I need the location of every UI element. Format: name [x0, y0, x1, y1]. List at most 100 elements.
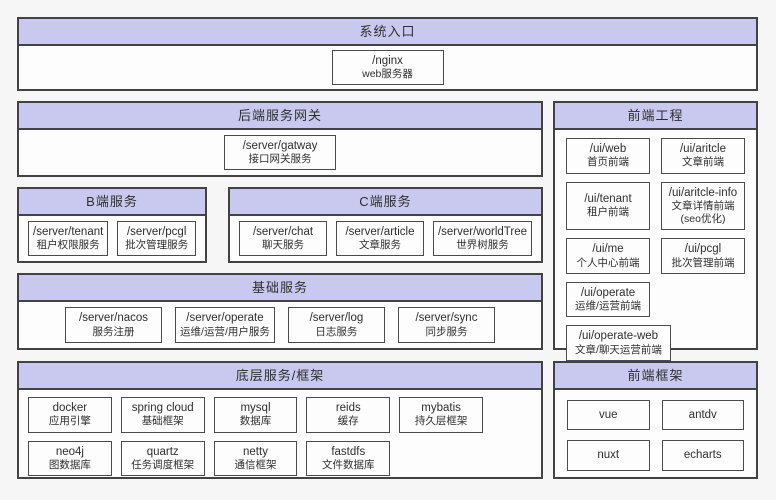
- section-title-c-service: C端服务: [230, 189, 541, 216]
- node-mysql: mysql 数据库: [213, 397, 298, 433]
- node-reids: reids 缓存: [306, 397, 391, 433]
- node-server-tenant: /server/tenant 租户权限服务: [28, 220, 109, 257]
- node-server-sync-desc: 同步服务: [425, 325, 468, 338]
- node-vue-name: vue: [598, 409, 618, 421]
- node-server-chat-desc: 聊天服务: [261, 239, 304, 252]
- section-title-frontend: 前端工程: [555, 103, 756, 130]
- node-ui-aritcle-info-name: /ui/aritcle-info: [668, 186, 738, 199]
- node-netty-desc: 通信框架: [234, 458, 277, 471]
- node-ui-aritcle: /ui/aritcle 文章前端: [661, 138, 745, 174]
- node-spring-cloud-name: spring cloud: [131, 402, 194, 414]
- node-ui-me: /ui/me 个人中心前端: [566, 238, 650, 274]
- node-spring-cloud: spring cloud 基础框架: [120, 397, 205, 433]
- section-body-backend-gateway: /server/gatway 接口网关服务: [19, 130, 541, 175]
- node-ui-pcgl-desc: 批次管理前端: [671, 256, 735, 269]
- node-nginx-name: /nginx: [372, 54, 403, 67]
- node-server-pcgl-name: /server/pcgl: [126, 225, 187, 238]
- node-ui-web: /ui/web 首页前端: [566, 138, 650, 174]
- section-title-system-entry: 系统入口: [19, 19, 756, 46]
- node-ui-me-name: /ui/me: [592, 243, 624, 256]
- node-server-article-name: /server/article: [345, 225, 415, 238]
- node-server-tenant-desc: 租户权限服务: [36, 239, 100, 252]
- node-server-article: /server/article 文章服务: [335, 220, 424, 257]
- section-backend-gateway: 后端服务网关 /server/gatway 接口网关服务: [17, 101, 543, 177]
- node-ui-tenant-name: /ui/tenant: [584, 193, 632, 206]
- node-ui-web-desc: 首页前端: [587, 156, 629, 169]
- node-ui-operate-web-name: /ui/operate-web: [578, 330, 659, 343]
- node-nginx: /nginx web服务器: [331, 49, 444, 86]
- node-server-pcgl-desc: 批次管理服务: [125, 239, 189, 252]
- node-server-operate-name: /server/operate: [186, 312, 264, 325]
- node-server-gatway-desc: 接口网关服务: [248, 153, 312, 166]
- node-server-gatway-name: /server/gatway: [242, 139, 318, 152]
- node-server-worldtree: /server/worldTree 世界树服务: [432, 220, 533, 257]
- node-antdv-name: antdv: [688, 409, 717, 421]
- section-body-infra: docker 应用引擎 spring cloud 基础框架 mysql 数据库 …: [19, 390, 541, 483]
- node-server-article-desc: 文章服务: [358, 239, 401, 252]
- section-b-service: B端服务 /server/tenant 租户权限服务 /server/pcgl …: [17, 187, 207, 263]
- node-nuxt-name: nuxt: [597, 449, 620, 462]
- node-ui-pcgl: /ui/pcgl 批次管理前端: [661, 238, 745, 274]
- node-echarts: echarts: [661, 440, 744, 471]
- node-mysql-name: mysql: [240, 402, 271, 414]
- node-server-nacos: /server/nacos 服务注册: [65, 307, 163, 343]
- node-ui-aritcle-info-desc: 文章详情前端: [671, 199, 735, 212]
- section-title-b-service: B端服务: [19, 189, 205, 216]
- node-quartz: quartz 任务调度框架: [120, 440, 205, 476]
- node-ui-operate-web-desc: 文章/聊天运营前端: [575, 343, 662, 356]
- node-spring-cloud-desc: 基础框架: [141, 415, 184, 428]
- section-system-entry: 系统入口 /nginx web服务器: [17, 17, 758, 91]
- node-vue: vue: [567, 400, 650, 431]
- node-mybatis-name: mybatis: [421, 402, 461, 414]
- node-ui-operate-web: /ui/operate-web 文章/聊天运营前端: [566, 325, 671, 361]
- section-frontend: 前端工程 /ui/web 首页前端 /ui/aritcle 文章前端 /ui/t…: [553, 101, 758, 361]
- node-docker: docker 应用引擎: [28, 397, 112, 433]
- node-server-pcgl: /server/pcgl 批次管理服务: [117, 220, 196, 257]
- node-server-nacos-desc: 服务注册: [92, 325, 135, 338]
- section-title-fe-framework: 前端框架: [555, 363, 756, 390]
- node-echarts-name: echarts: [683, 449, 722, 462]
- node-ui-aritcle-desc: 文章前端: [682, 156, 724, 169]
- node-reids-name: reids: [335, 402, 361, 414]
- node-fastdfs: fastdfs 文件数据库: [306, 440, 391, 476]
- section-body-system-entry: /nginx web服务器: [19, 46, 756, 89]
- node-ui-tenant: /ui/tenant 租户前端: [566, 181, 650, 231]
- node-server-nacos-name: /server/nacos: [79, 312, 149, 325]
- section-body-c-service: /server/chat 聊天服务 /server/article 文章服务 /…: [230, 216, 541, 261]
- node-quartz-desc: 任务调度框架: [131, 458, 195, 471]
- node-server-log-desc: 日志服务: [315, 325, 358, 338]
- node-fastdfs-name: fastdfs: [331, 445, 366, 458]
- node-ui-aritcle-info: /ui/aritcle-info 文章详情前端 (seo优化): [661, 181, 745, 231]
- node-server-log-name: /server/log: [309, 312, 364, 325]
- node-server-operate-desc: 运维/运营/用户服务: [180, 325, 270, 338]
- node-ui-operate: /ui/operate 运维/运营前端: [566, 281, 650, 318]
- node-antdv: antdv: [661, 400, 744, 431]
- section-base-service: 基础服务 /server/nacos 服务注册 /server/operate …: [17, 273, 543, 350]
- section-fe-framework: 前端框架 vue antdv nuxt echarts: [553, 361, 758, 479]
- node-server-worldtree-desc: 世界树服务: [456, 239, 509, 252]
- node-neo4j-desc: 图数据库: [48, 458, 91, 471]
- section-body-base-service: /server/nacos 服务注册 /server/operate 运维/运营…: [19, 302, 541, 348]
- node-netty: netty 通信框架: [213, 440, 298, 476]
- node-server-sync-name: /server/sync: [415, 312, 478, 325]
- section-c-service: C端服务 /server/chat 聊天服务 /server/article 文…: [228, 187, 543, 263]
- node-server-gatway: /server/gatway 接口网关服务: [224, 134, 336, 171]
- node-ui-tenant-desc: 租户前端: [587, 206, 629, 219]
- node-mybatis: mybatis 持久层框架: [399, 397, 483, 433]
- node-docker-name: docker: [52, 402, 88, 414]
- node-server-worldtree-name: /server/worldTree: [437, 225, 528, 238]
- node-ui-pcgl-name: /ui/pcgl: [684, 243, 722, 256]
- node-ui-operate-desc: 运维/运营前端: [575, 300, 641, 312]
- section-body-b-service: /server/tenant 租户权限服务 /server/pcgl 批次管理服…: [19, 216, 205, 261]
- node-quartz-name: quartz: [146, 445, 179, 458]
- node-server-sync: /server/sync 同步服务: [397, 307, 495, 343]
- section-title-backend-gateway: 后端服务网关: [19, 103, 541, 130]
- section-infra: 底层服务/框架 docker 应用引擎 spring cloud 基础框架 my…: [17, 361, 543, 479]
- node-server-log: /server/log 日志服务: [287, 307, 385, 343]
- node-mybatis-desc: 持久层框架: [414, 415, 468, 428]
- node-mysql-desc: 数据库: [239, 415, 272, 428]
- node-fastdfs-desc: 文件数据库: [322, 458, 375, 471]
- node-ui-operate-name: /ui/operate: [580, 286, 636, 299]
- node-ui-aritcle-name: /ui/aritcle: [679, 143, 727, 155]
